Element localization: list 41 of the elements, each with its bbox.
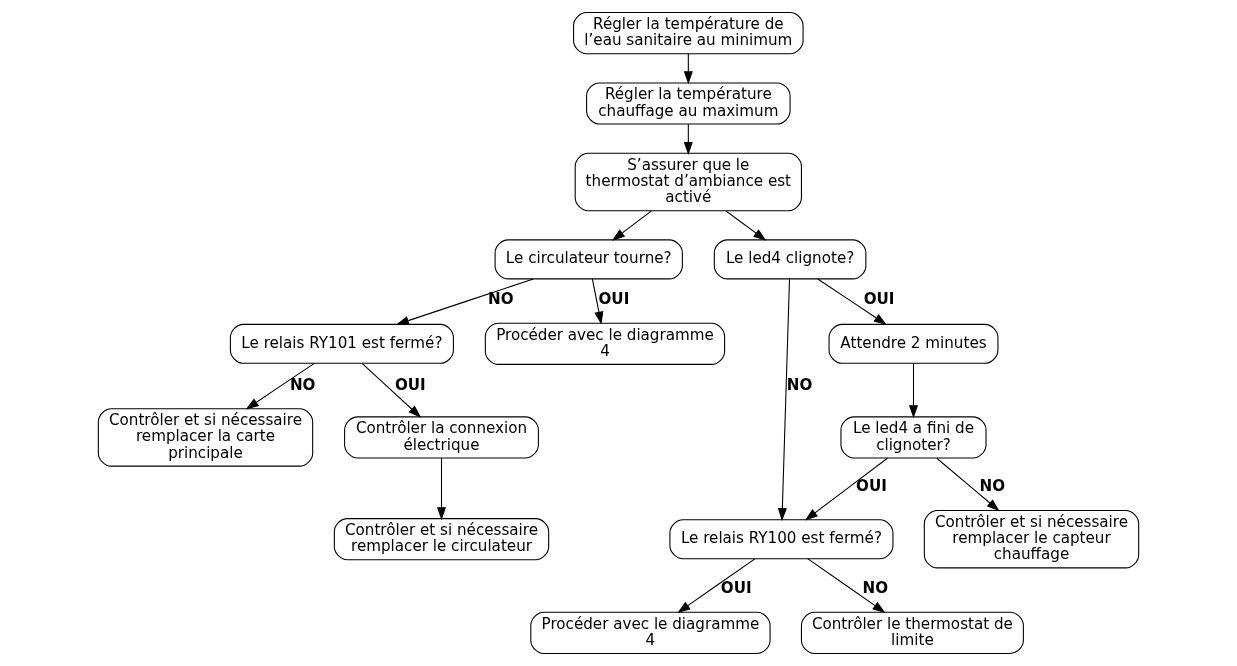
edge-label: OUI — [863, 289, 895, 308]
arrow — [436, 457, 447, 521]
edge-label: OUI — [598, 289, 630, 308]
node-box: S’assurer que le thermostat d’ambiance est activé — [574, 152, 802, 212]
arrow — [361, 362, 422, 418]
node-box: Le led4 clignote? — [713, 239, 867, 280]
node-box: Régler la température chauffage au maximum — [586, 82, 791, 125]
edge-label: NO — [289, 375, 316, 394]
arrow — [677, 558, 756, 613]
edge-label: OUI — [394, 375, 426, 394]
node-box: Contrôler et si nécessaire remplacer le capteur chauffage — [923, 510, 1140, 569]
node-box: Procéder avec le diagramme 4 — [484, 322, 726, 365]
arrow — [612, 210, 653, 241]
arrow — [683, 123, 693, 155]
node-box: Le led4 a fini de clignoter? — [840, 416, 987, 459]
node-box: Le circulateur tourne? — [494, 239, 683, 280]
node-box: Le relais RY100 est fermé? — [669, 519, 894, 560]
node-box: Contrôler le thermostat de limite — [800, 611, 1024, 654]
edge-label: NO — [862, 579, 889, 598]
arrow — [777, 278, 791, 522]
edge-label: OUI — [720, 579, 752, 598]
node-box: Attendre 2 minutes — [828, 323, 999, 364]
arrow — [396, 278, 534, 325]
arrow — [725, 210, 767, 241]
node-box: Régler la température de l’eau sanitaire au minimum — [573, 12, 804, 55]
node-box: Le relais RY101 est fermé? — [229, 323, 454, 364]
node-box: Contrôler et si nécessaire remplacer la carte principale — [97, 408, 314, 467]
arrow — [807, 558, 886, 613]
arrow — [245, 362, 315, 410]
node-box: Contrôler et si nécessaire remplacer le circulateur — [333, 518, 550, 561]
arrow — [936, 457, 1000, 512]
edge-label: NO — [786, 375, 813, 394]
edge-label: NO — [488, 289, 514, 308]
arrow — [908, 362, 919, 419]
arrow — [591, 278, 604, 325]
arrow — [817, 278, 887, 325]
arrow — [804, 457, 888, 521]
edge-label: OUI — [856, 477, 887, 496]
node-box: Procéder avec le diagramme 4 — [530, 611, 771, 654]
node-box: Contrôler la connexion électrique — [344, 416, 539, 459]
edge-label: NO — [979, 477, 1006, 496]
